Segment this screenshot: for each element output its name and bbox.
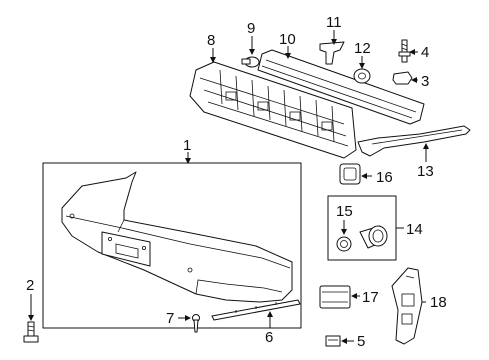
bolt-part-2	[23, 321, 39, 343]
bracket-part-11	[319, 41, 345, 65]
push-pin-part-7	[192, 314, 200, 333]
callout-2: 2	[26, 277, 34, 294]
grommet-part-12	[353, 68, 371, 84]
energy-absorber-part	[189, 61, 357, 159]
module-part-17	[319, 285, 351, 309]
callout-8: 8	[207, 32, 215, 49]
callout-12: 12	[354, 40, 371, 57]
clip-part-3	[392, 71, 413, 85]
callout-13: 13	[417, 163, 434, 180]
callout-6: 6	[265, 329, 273, 346]
retainer-part-16	[339, 163, 361, 185]
callout-4: 4	[421, 44, 429, 61]
callout-10: 10	[279, 31, 296, 48]
guide-bracket-part-18	[391, 267, 423, 345]
callout-17: 17	[362, 289, 379, 306]
callout-7: 7	[166, 310, 174, 327]
callout-11: 11	[326, 14, 342, 31]
callout-5: 5	[357, 333, 365, 350]
lower-molding-part-6	[211, 299, 301, 321]
callout-15: 15	[336, 203, 353, 220]
impact-bar-part	[257, 49, 425, 125]
bumper-cover-part	[61, 171, 293, 303]
callout-9: 9	[247, 20, 255, 37]
molding-part-13	[357, 125, 471, 157]
callout-18: 18	[430, 294, 447, 311]
callout-16: 16	[376, 169, 393, 186]
callout-14: 14	[406, 221, 423, 238]
callout-3: 3	[421, 73, 429, 90]
stud-part-4	[398, 39, 411, 63]
bolt-part-5	[325, 335, 341, 347]
sensor-box	[327, 195, 397, 261]
callout-1: 1	[183, 137, 191, 154]
leader-lines	[28, 30, 429, 344]
bolt-part-9	[241, 56, 260, 68]
